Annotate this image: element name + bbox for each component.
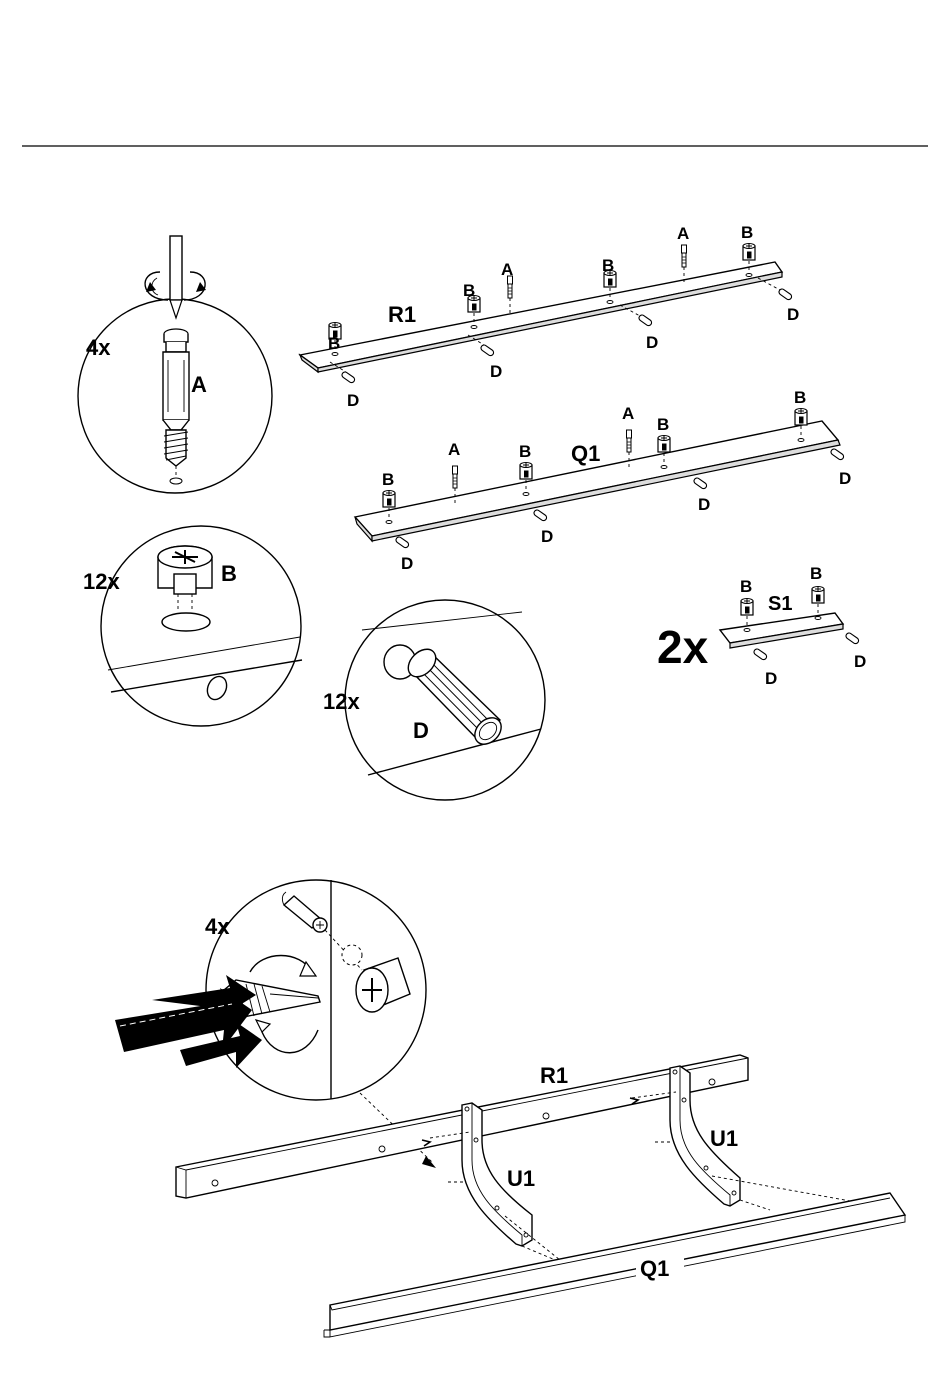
cam-lock-icon (158, 546, 212, 631)
s1-d-label-1: D (765, 669, 777, 688)
q1-b-label-3: B (657, 415, 669, 434)
arrow-head-icon (422, 1156, 436, 1168)
cam-bolt-icon (282, 892, 327, 932)
r1-b-label-1: B (328, 334, 340, 353)
panel-s1-label: S1 (768, 593, 792, 615)
r1-b-label-2: B (463, 281, 475, 300)
panel-s1-qty: 2x (657, 621, 709, 673)
rail-r1-label: R1 (540, 1063, 568, 1088)
cam-lock-callout: 12x B (83, 526, 302, 726)
r1-b-label-3: B (602, 256, 614, 275)
r1-a-label-2: A (677, 224, 689, 243)
r1-b-label-4: B (741, 223, 753, 242)
rail-q1: Q1 (324, 1193, 905, 1337)
cam-bolt-icon (163, 329, 189, 484)
r1-d-label-4: D (787, 305, 799, 324)
q1-b-label-1: B (382, 470, 394, 489)
q1-b-label-2: B (519, 442, 531, 461)
q1-a-label-1: A (448, 440, 460, 459)
cam-bolt-qty: 4x (86, 335, 111, 360)
q1-b-label-4: B (794, 388, 806, 407)
q1-a-label-2: A (622, 404, 634, 423)
cam-lock-part-label: B (221, 561, 237, 586)
r1-d-label-3: D (646, 333, 658, 352)
panel-q1-label: Q1 (571, 441, 600, 466)
s1-d-label-2: D (854, 652, 866, 671)
tighten-qty: 4x (205, 914, 230, 939)
q1-d-label-2: D (541, 527, 553, 546)
cam-lock-qty: 12x (83, 569, 120, 594)
cam-bolt-callout: 4x A (78, 236, 272, 493)
dowel-part-label: D (413, 718, 429, 743)
q1-d-label-3: D (698, 495, 710, 514)
dowel-callout: 12x D (323, 600, 545, 800)
cam-bolt-part-label: A (191, 372, 207, 397)
screwdriver-icon (170, 236, 182, 318)
panel-q1: Q1 B B B B A A D D D D (355, 388, 851, 573)
r1-d-label-2: D (490, 362, 502, 381)
r1-a-label-1: A (501, 260, 513, 279)
push-arrow-icon (115, 975, 262, 1068)
panel-s1: 2x S1 B B D D (657, 564, 866, 688)
drill-hole (204, 673, 230, 702)
cam-lock-icon (342, 945, 410, 1012)
r1-d-label-1: D (347, 391, 359, 410)
leg-u1-left-label: U1 (507, 1166, 535, 1191)
rail-q1-label: Q1 (640, 1256, 669, 1281)
s1-b-label-1: B (740, 577, 752, 596)
s1-b-label-2: B (810, 564, 822, 583)
panel-r1: R1 B B B B A A D D D D (300, 223, 799, 410)
q1-d-label-4: D (839, 469, 851, 488)
leg-u1-right-label: U1 (710, 1126, 738, 1151)
q1-d-label-1: D (401, 554, 413, 573)
dowel-qty: 12x (323, 689, 360, 714)
panel-r1-label: R1 (388, 302, 416, 327)
